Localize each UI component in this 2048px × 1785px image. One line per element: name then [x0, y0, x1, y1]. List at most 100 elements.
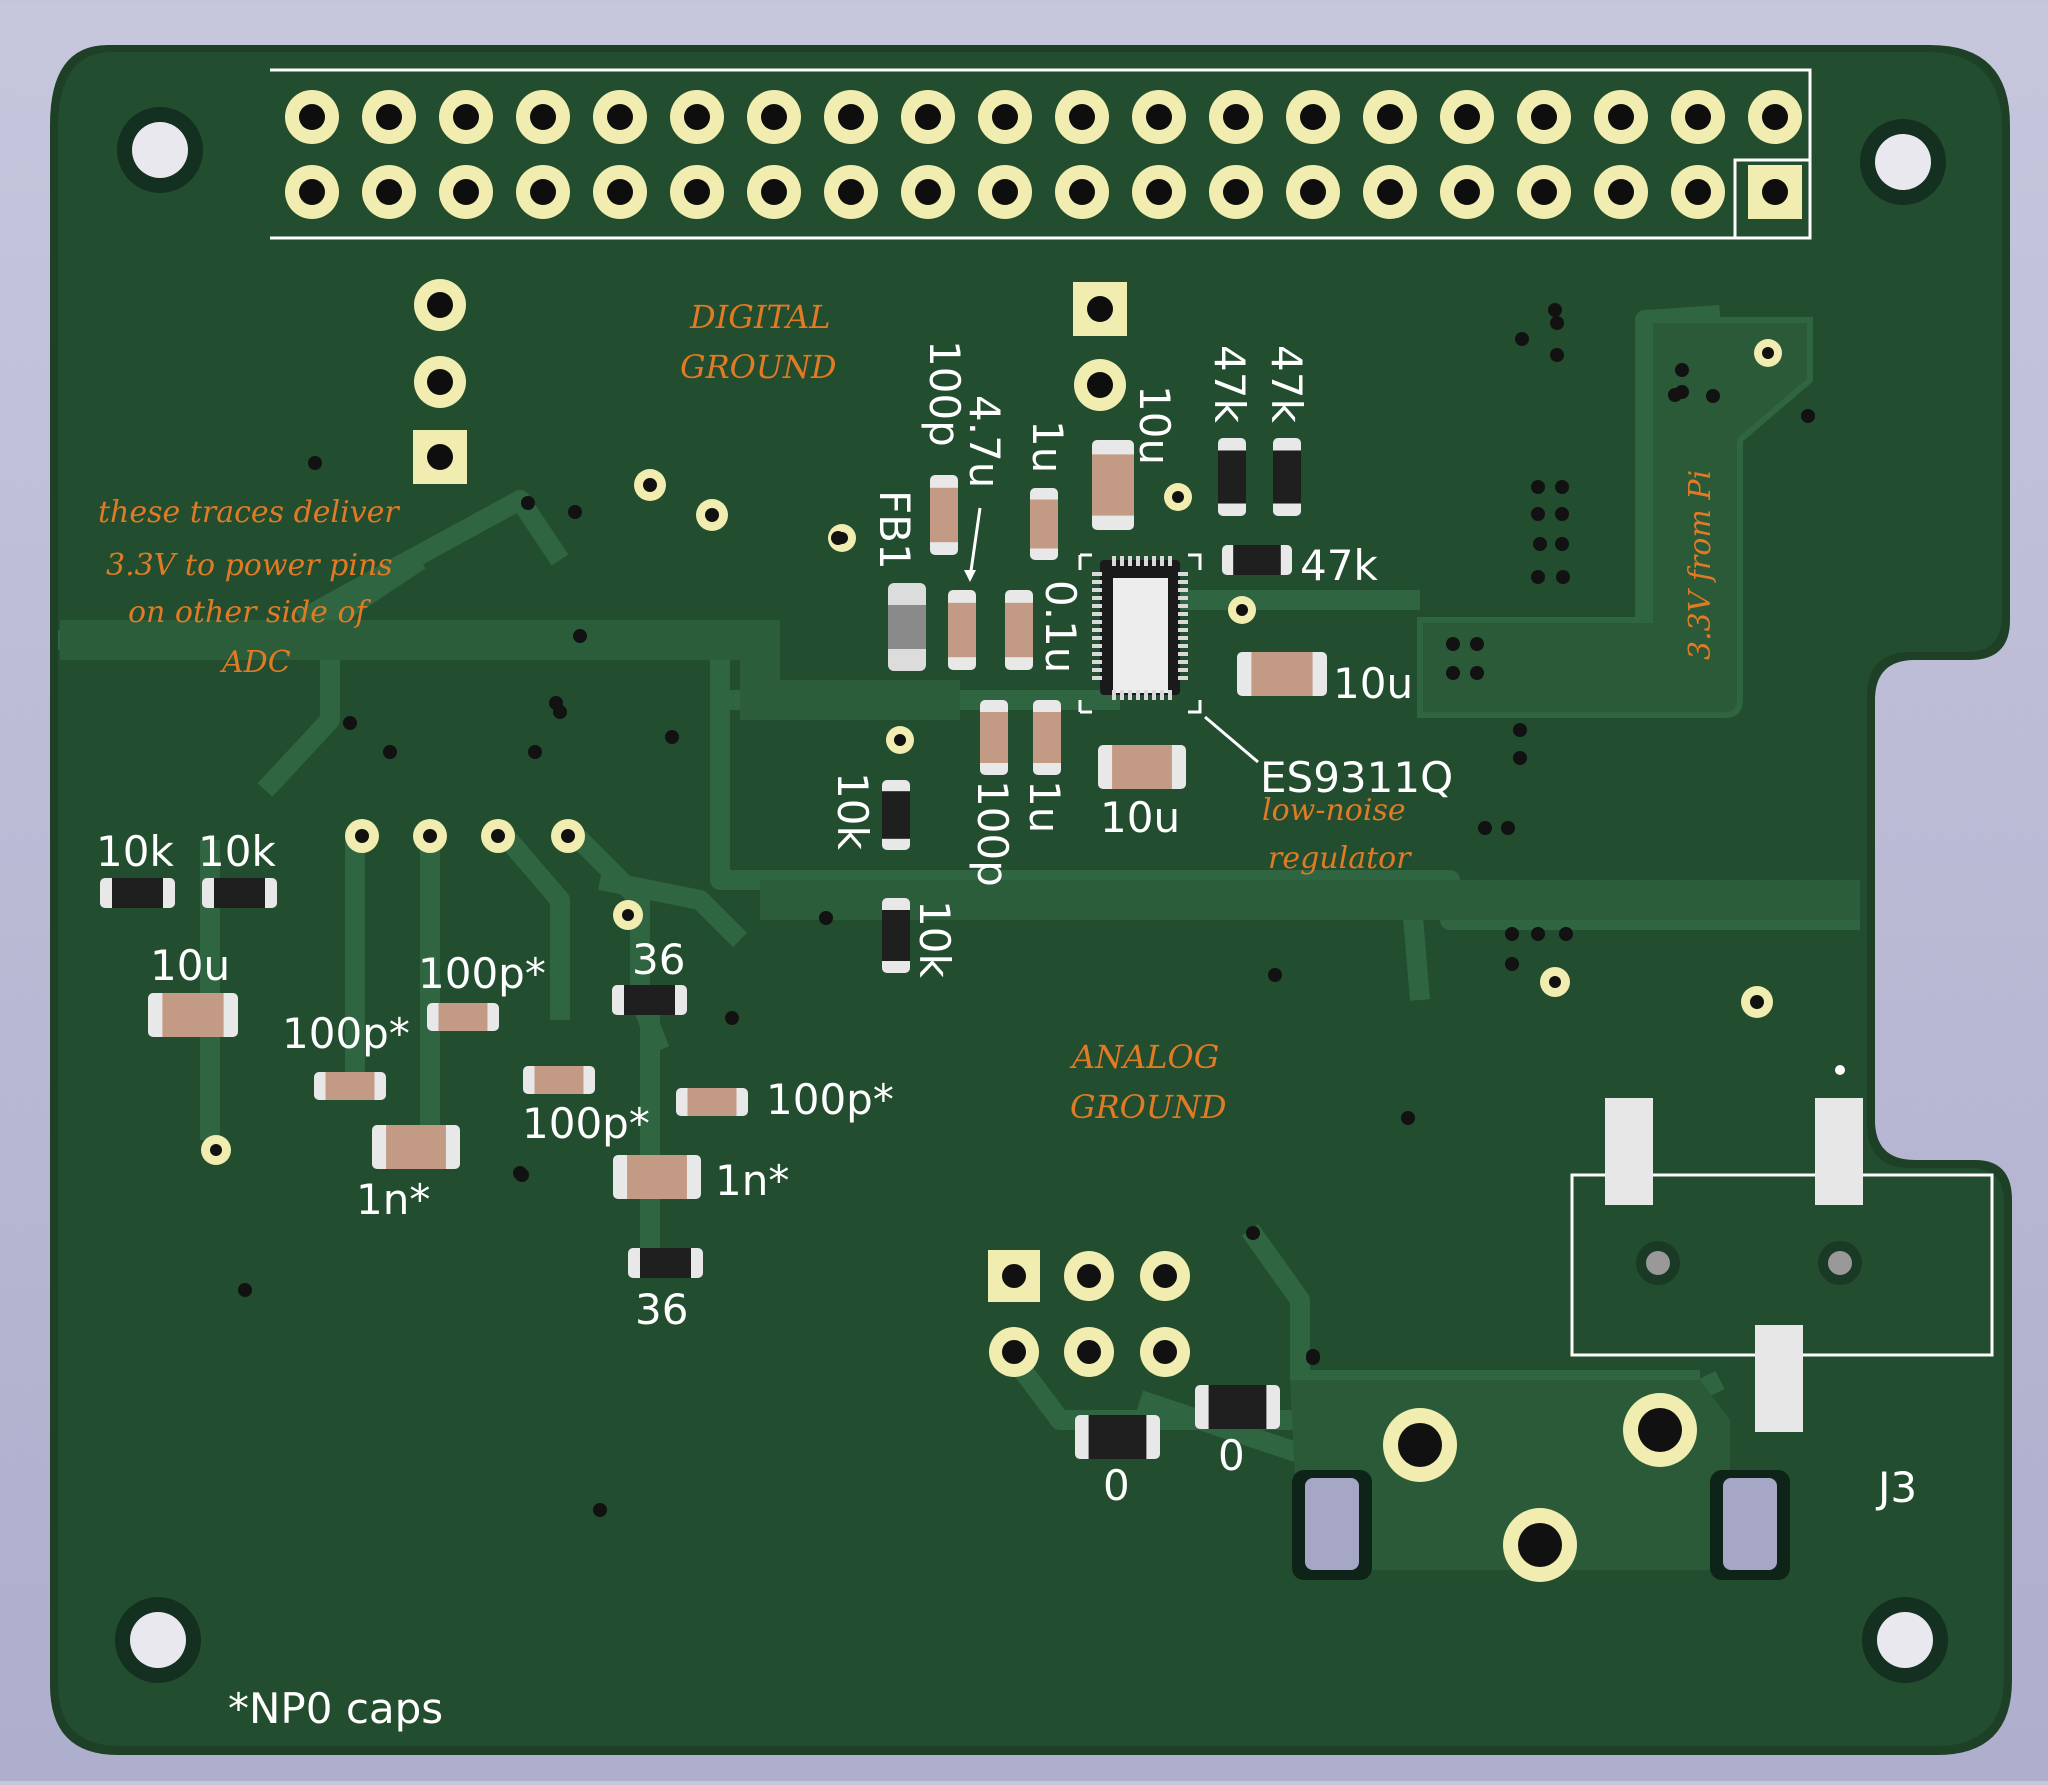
capacitor: [613, 1155, 701, 1199]
through-hole-pads: [201, 279, 1782, 1582]
label-0-b: 0: [1218, 1431, 1245, 1480]
capacitor: [1237, 652, 1327, 696]
via: [1675, 363, 1689, 377]
pin-hole: [1377, 104, 1403, 130]
capacitor: [1098, 745, 1186, 789]
gpio-header-outline: [270, 68, 1812, 240]
ic-pin: [1092, 644, 1102, 648]
pin-hole: [1454, 179, 1480, 205]
note-traces-3: on other side of: [128, 595, 372, 630]
gpio-header: [285, 90, 1802, 219]
pin-hole: [1762, 104, 1788, 130]
resistor: [100, 878, 175, 908]
label-1n-star-2: 1n*: [715, 1156, 789, 1205]
analog-ground-pour: [760, 880, 1860, 920]
ic-pin: [1092, 660, 1102, 664]
pin-hole: [1146, 104, 1172, 130]
digital-ground-pour: [60, 620, 960, 720]
resistor: [628, 1248, 703, 1278]
via: [528, 745, 542, 759]
via: [1531, 480, 1545, 494]
ic-pin: [1092, 668, 1102, 672]
mounting-holes: [115, 107, 1948, 1683]
ic-pin: [1178, 580, 1188, 584]
ic-pin: [1092, 596, 1102, 600]
pin-hole: [453, 179, 479, 205]
smd-components: [100, 438, 1327, 1459]
ic-pin: [1178, 652, 1188, 656]
ic-pin: [1178, 612, 1188, 616]
label-100p-star-4: 100p*: [766, 1075, 894, 1124]
pin-hole: [761, 179, 787, 205]
pin-hole: [992, 104, 1018, 130]
via: [1246, 1226, 1260, 1240]
via: [1706, 389, 1720, 403]
vias: [238, 303, 1815, 1517]
label-10u-left: 10u: [150, 941, 230, 990]
label-10k-a: 10k: [828, 772, 877, 850]
via: [1501, 821, 1515, 835]
ic-pin: [1136, 690, 1140, 700]
label-10u-a: 10u: [1130, 385, 1179, 465]
label-100p-a: 100p: [920, 340, 969, 447]
smd-pad: [1815, 1098, 1863, 1205]
annotations: DIGITAL GROUND ANALOG GROUND these trace…: [98, 298, 1718, 1126]
capacitor: [148, 993, 238, 1037]
pin-hole: [530, 104, 556, 130]
label-10k-b: 10k: [910, 900, 959, 978]
capacitor: [676, 1088, 748, 1116]
label-1n-star-1: 1n*: [356, 1175, 430, 1224]
via: [1531, 570, 1545, 584]
capacitor: [372, 1125, 460, 1169]
capacitor: [980, 700, 1008, 775]
smd-pad: [1755, 1325, 1803, 1432]
pin-hole: [376, 104, 402, 130]
capacitor: [1033, 700, 1061, 775]
via: [1555, 480, 1569, 494]
note-analog-ground-2: GROUND: [1070, 1088, 1227, 1126]
note-regulator-1: low-noise: [1262, 793, 1406, 828]
ic-pin: [1178, 676, 1188, 680]
label-100p-star-3: 100p*: [522, 1099, 650, 1148]
pin-hole: [1685, 179, 1711, 205]
pin-hole: [299, 104, 325, 130]
ic-pin: [1178, 644, 1188, 648]
label-100p-star-2: 100p*: [282, 1009, 410, 1058]
ic-pin: [1112, 690, 1116, 700]
note-digital-ground-1: DIGITAL: [689, 298, 830, 336]
resistor: [1273, 438, 1301, 516]
via: [1531, 927, 1545, 941]
resistor: [1075, 1415, 1160, 1459]
via: [1470, 666, 1484, 680]
ferrite-bead-fb1: [888, 507, 982, 671]
note-traces-4: ADC: [219, 645, 291, 680]
via: [1550, 316, 1564, 330]
ic-pin: [1152, 556, 1156, 566]
via: [665, 730, 679, 744]
regulator-ic: [1078, 553, 1259, 764]
pin-hole: [1223, 179, 1249, 205]
resistor: [1218, 438, 1246, 516]
ic-pin: [1178, 668, 1188, 672]
resistor: [882, 898, 910, 973]
ic-pin: [1092, 636, 1102, 640]
mounting-slots: [1292, 1470, 1790, 1580]
footnote-np0: *NP0 caps: [228, 1684, 443, 1733]
ic-pin: [1178, 620, 1188, 624]
via: [1446, 637, 1460, 651]
note-supply: 3.3V from Pi: [1683, 470, 1718, 660]
pin-hole: [915, 104, 941, 130]
label-47k-c: 47k: [1300, 541, 1378, 590]
capacitor: [427, 1003, 499, 1031]
ic-pin: [1092, 676, 1102, 680]
pin-hole: [684, 179, 710, 205]
pin-hole: [1608, 104, 1634, 130]
note-regulator-2: regulator: [1268, 841, 1412, 876]
pin-hole: [1300, 179, 1326, 205]
ic-pin: [1092, 572, 1102, 576]
pin-hole: [992, 179, 1018, 205]
label-36-top: 36: [632, 935, 685, 984]
via: [383, 745, 397, 759]
label-36-bottom: 36: [635, 1285, 688, 1334]
label-ic: ES9311Q: [1260, 753, 1453, 802]
